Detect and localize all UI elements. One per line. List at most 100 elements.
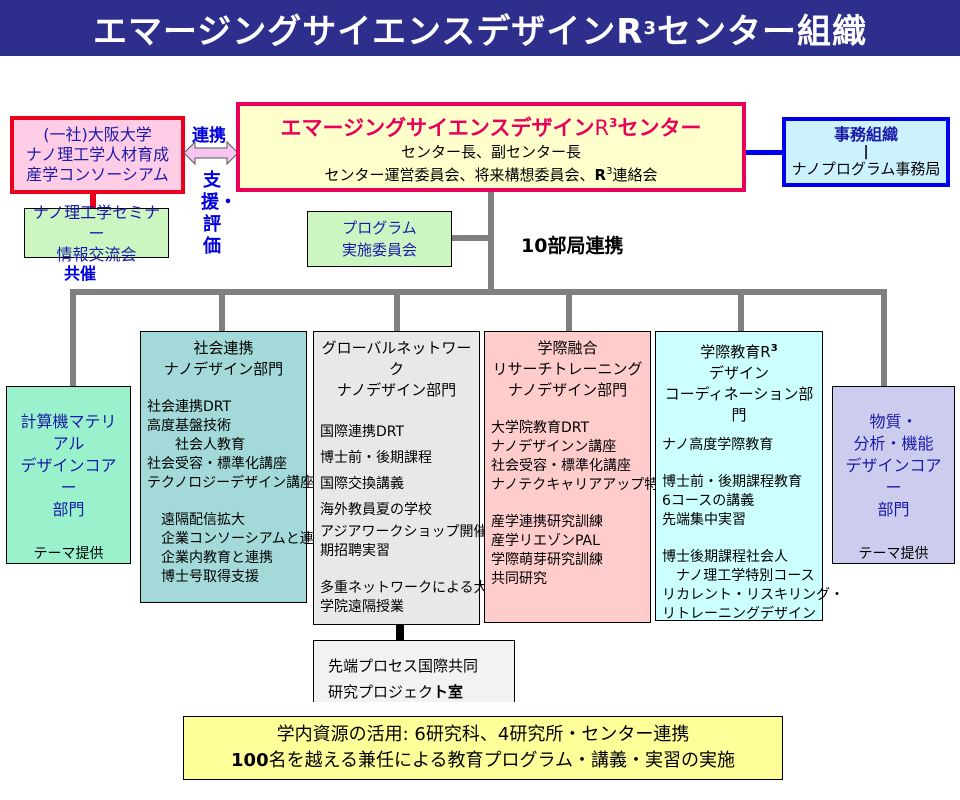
drop-interdisc [566,289,572,332]
dept-item: 産学リエゾンPAL [491,533,600,549]
title-suffix: センター組織 [657,11,867,52]
program-committee-line: 実施委員会 [341,241,417,259]
drop-education [738,289,744,332]
dept-item: 企業内教育と連携 [161,550,273,566]
office-subtitle: ナノプログラム事務局 [791,160,941,178]
dept-heading-line: 社会連携 [193,339,254,357]
dept-heading-line: ナノデザイン部門 [163,360,284,378]
dept-heading-line: デザインコアー [20,456,117,497]
dept-item: 国際交換講義 [320,476,404,492]
dept-item: 博士後期課程社会人 [662,549,788,565]
dept-item: 産学連携研究訓練 [491,514,603,530]
dept-global-network: グローバルネットワーク ナノデザイン部門 国際連携DRT 博士前・後期課程 国際… [313,331,501,625]
joint-research-lab-box: 先端プロセス国際共同 研究プロジェクト室 [313,640,515,702]
dept-item: 博士号取得支援 [161,569,259,585]
drop-global [394,289,400,332]
dept-social-collaboration: 社会連携 ナノデザイン部門 社会連携DRT 高度基盤技術 社会人教育 社会受容・… [140,331,328,603]
dept-compute-materials-design: 計算機マテリアル デザインコアー 部門 テーマ提供 [6,386,131,564]
resources-box: 学内資源の活用: 6研究科、4研究所・センター連携 100名を越える兼任による教… [183,716,783,780]
title-superscript: 3 [643,17,657,39]
support-evaluation-label: 支援・評価 [201,170,237,257]
dept-item: 企業コンソーシアムと連携 [161,531,328,547]
dept-item: 海外教員夏の学校 [320,502,432,518]
dept-item: 先端集中実習 [662,512,746,528]
center-committees: センター運営委員会、将来構想委員会、R3連絡会 [325,162,658,185]
cooperation-label: 連携 [192,126,226,146]
dept-heading-line: 学際教育R3 [662,338,816,363]
drop-compute [70,289,76,387]
dept-item: 社会人教育 [175,437,245,453]
dept-item: 社会連携DRT [147,399,232,415]
dept-heading-line: 計算機マテリアル [20,412,117,453]
dept-item: 国際連携DRT [320,424,405,440]
dept-heading-line: コーディネーション部門 [664,385,814,424]
dept-interdisciplinary-research: 学際融合 リサーチトレーニング ナノデザイン部門 大学院教育DRT ナノデザイン… [484,331,673,623]
center-name-suffix: センター [617,116,702,140]
center-committees-prefix: センター運営委員会、将来構想委員会、 [324,166,595,184]
dept-heading-sup: 3 [770,343,778,354]
office-divider: | [863,144,869,160]
consortium-box: (一社)大阪大学 ナノ理工学人材育成 産学コンソーシアム [10,116,185,194]
center-name-prefix: エマージングサイエンスデザイン [280,116,595,140]
consortium-line: ナノ理工学人材育成 [25,145,170,164]
global-jointlab-connector [396,624,404,641]
double-arrow-icon [183,140,239,166]
dept-heading-line: 部門 [52,500,85,519]
center-box: エマージングサイエンスデザインR3センター センター長、副センター長 センター運… [236,102,746,192]
ten-departments-label: 10部局連携 [521,235,624,257]
resources-line2-rest: 名を越える兼任による教育プログラム・講義・実習の実施 [268,750,735,771]
dept-heading-line: 部門 [877,500,910,519]
center-name-r: R [594,116,610,140]
dept-item: 期招聘実習 [320,543,390,559]
title-prefix: エマージングサイエンスデザインR [92,11,644,52]
center-name-sup: 3 [609,116,618,130]
department-bus-line [70,289,887,295]
center-leadership: センター長、副センター長 [400,143,581,161]
dept-item: テクノロジーデザイン講座 [147,475,315,491]
program-committee-box: プログラム 実施委員会 [307,211,452,267]
drop-materials [881,289,887,387]
seminar-line: ナノ理工学セミナー [32,202,161,243]
dept-item: 大学院教育DRT [491,420,590,436]
dept-item: ナノ理工学特別コース [676,568,815,584]
joint-lab-line: 先端プロセス国際共同 [328,657,479,675]
dept-item: リカレント・リスキリング・ [662,587,844,603]
dept-heading-line: デザイン [708,364,769,382]
joint-lab-line: 研究プロジェクト室 [328,679,463,705]
center-committees-r: R [594,166,607,184]
dept-item: ナノ高度学際教育 [662,437,774,453]
dept-item: 社会受容・標準化講座 [147,456,287,472]
center-name: エマージングサイエンスデザインR3センター [281,109,702,142]
dept-heading-line: デザインコアー [845,456,942,497]
center-trunk-line [488,192,494,292]
program-committee-line: プログラム [342,219,417,237]
dept-heading-line: 学際融合 [537,339,598,357]
drop-social [219,289,225,332]
dept-heading-line: リサーチトレーニング [492,360,643,378]
dept-heading-line: 物質・ [869,412,918,431]
dept-item: 高度基盤技術 [147,418,231,434]
dept-item: 社会受容・標準化講座 [491,458,631,474]
dept-item: 遠隔配信拡大 [161,512,245,528]
dept-heading-line: 分析・機能 [853,434,934,453]
center-office-connector [745,150,783,155]
office-box: 事務組織 | ナノプログラム事務局 [782,117,950,187]
joint-lab-line2-bold: ト室 [433,683,464,701]
joint-lab-line2-prefix: 研究プロジェク [328,683,434,701]
dept-item: 学院遠隔授業 [320,599,404,615]
seminar-line: 情報交流会 [56,244,137,264]
consortium-line: (一社)大阪大学 [43,125,152,144]
dept-materials-analysis-design: 物質・ 分析・機能 デザインコアー 部門 テーマ提供 [832,386,955,564]
dept-item: ナノテクキャリアアップ特論 [491,477,673,493]
dept-heading-prefix: 学際教育R [700,343,771,361]
resources-line: 100名を越える兼任による教育プログラム・講義・実習の実施 [231,748,735,774]
dept-heading-line: ナノデザイン部門 [507,381,628,399]
dept-heading-line: ナノデザイン部門 [336,381,457,399]
consortium-line: 産学コンソーシアム [26,165,169,184]
dept-item: 博士前・後期課程教育 [662,474,802,490]
dept-interdisciplinary-education: 学際教育R3 デザイン コーディネーション部門 ナノ高度学際教育 博士前・後期課… [655,331,844,622]
dept-item: リトレーニングデザイン [662,606,816,622]
resources-line2-bold: 100 [231,750,269,771]
seminar-box: ナノ理工学セミナー 情報交流会 [24,203,169,264]
consortium-seminar-connector [90,192,96,209]
